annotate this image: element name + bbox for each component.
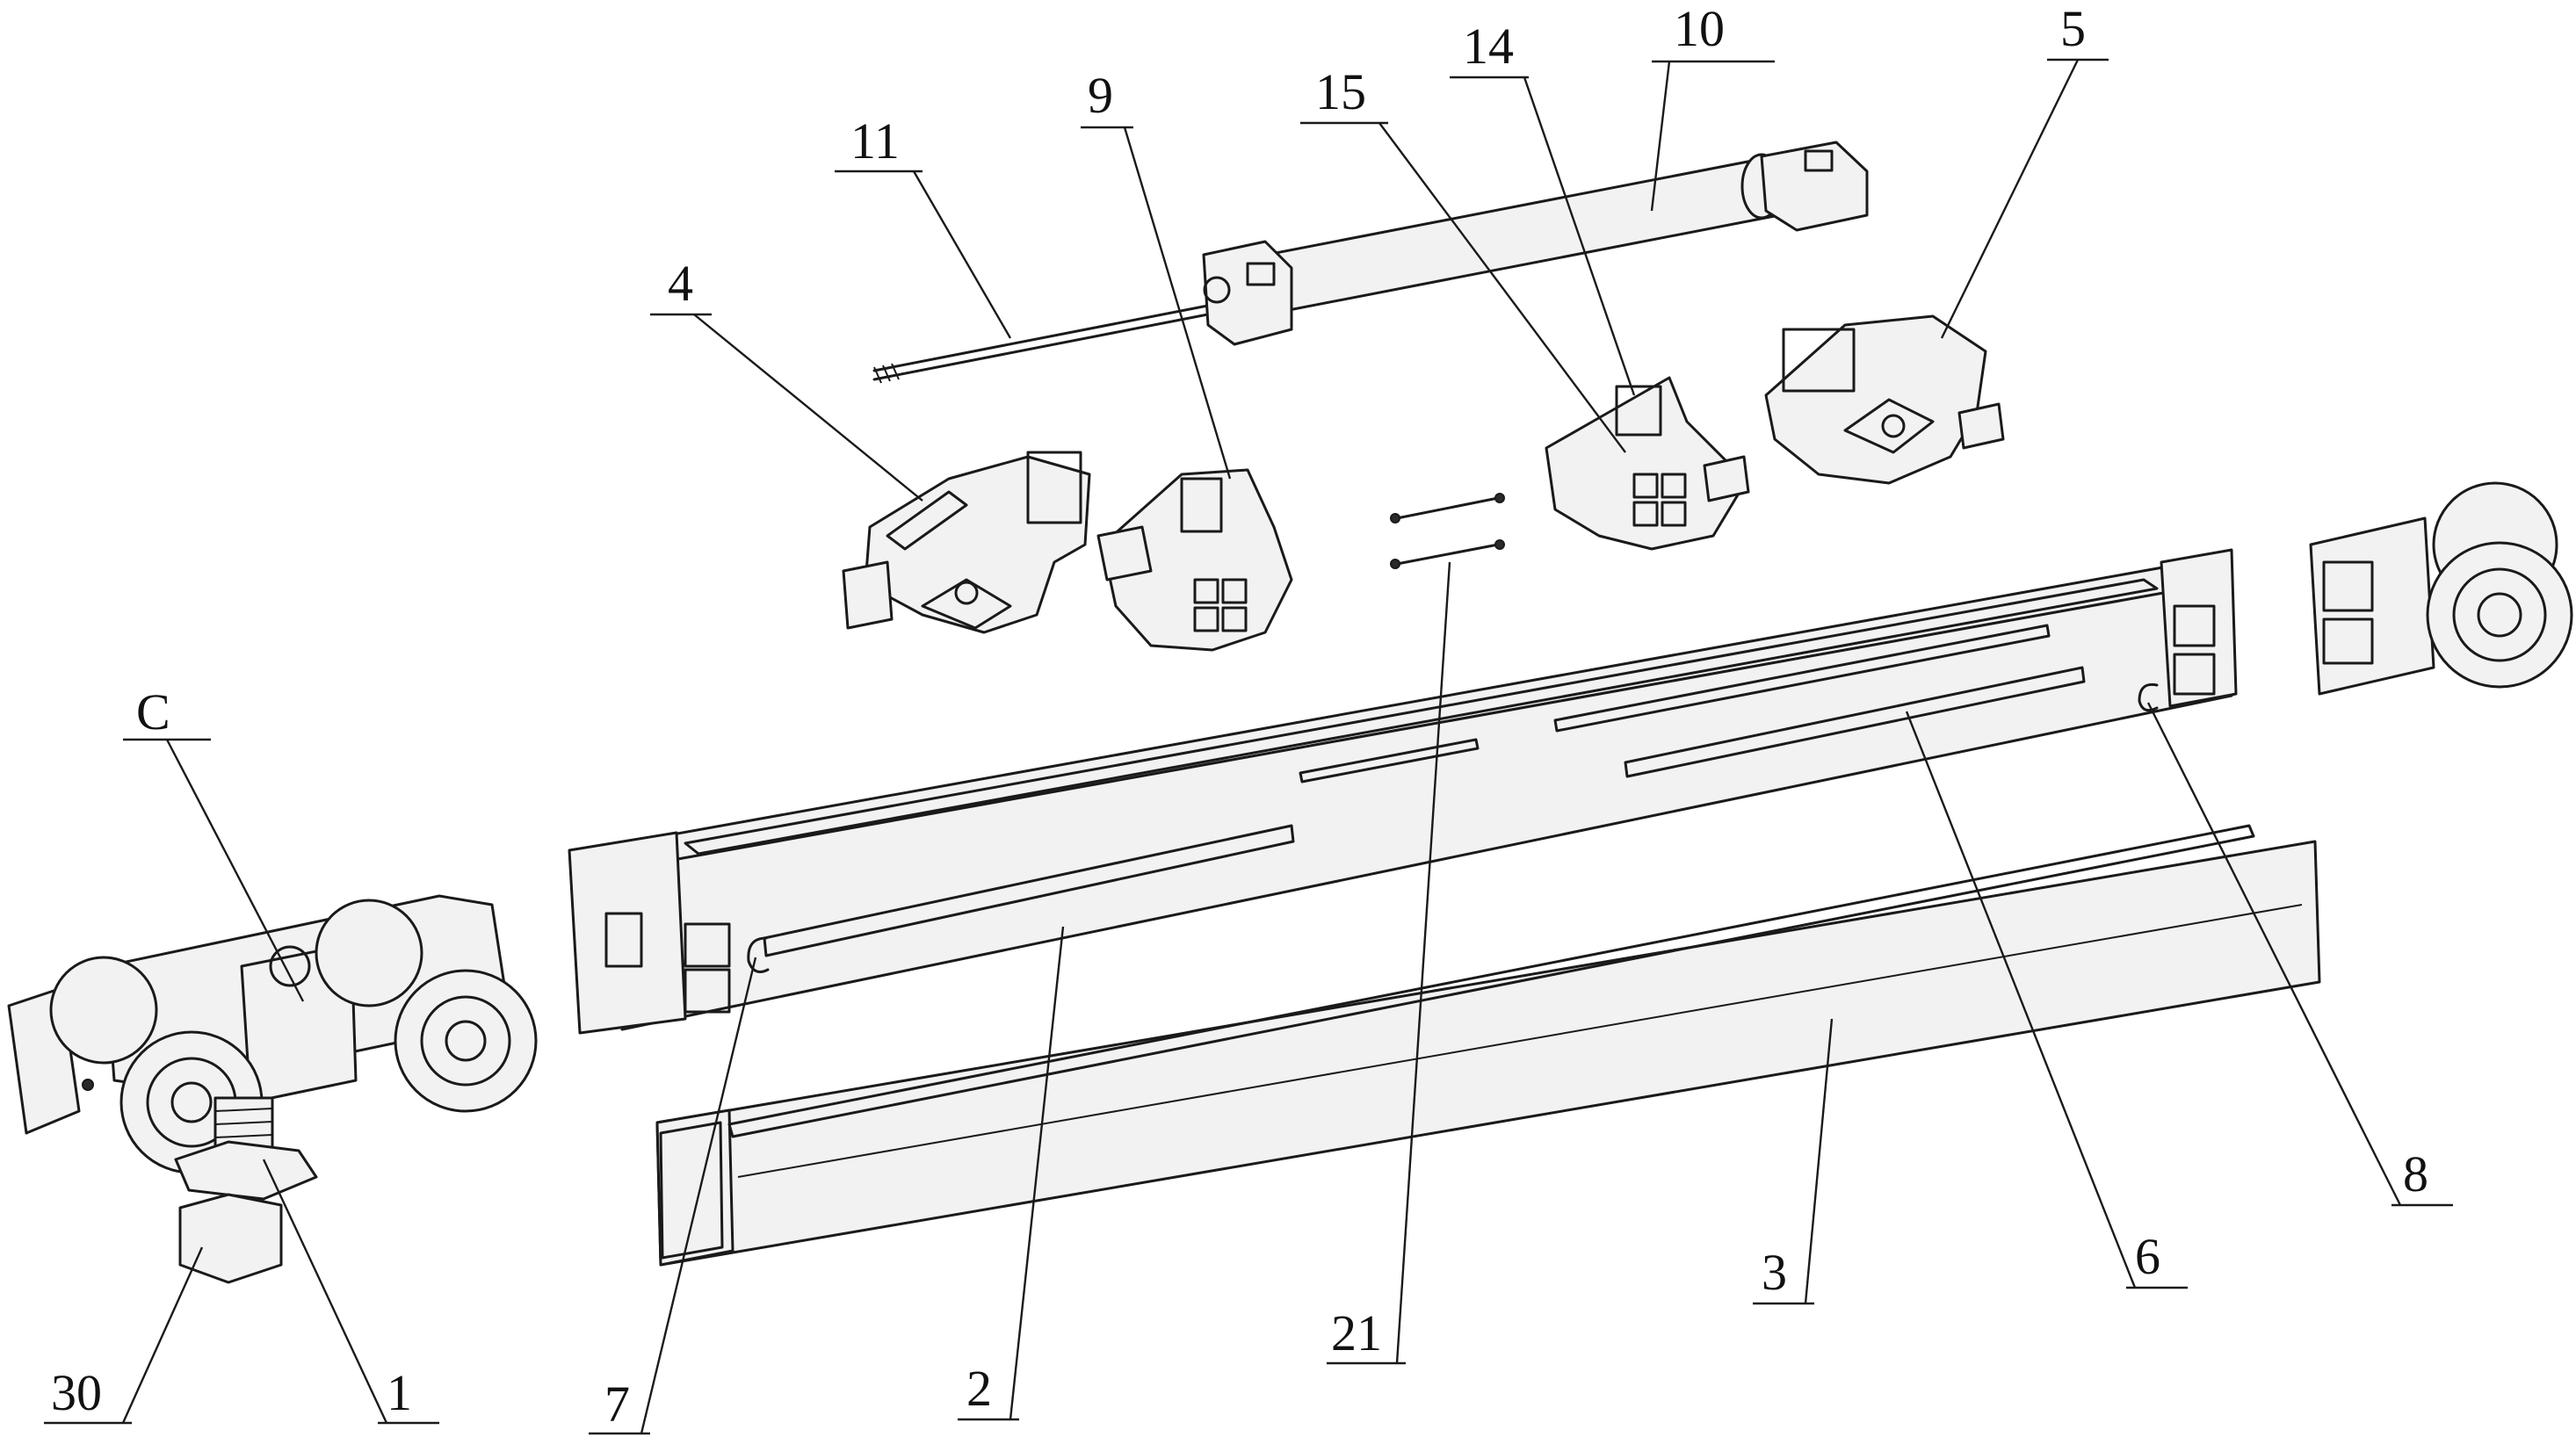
callout-label-30: 30 bbox=[51, 1364, 102, 1421]
callout-5: 5 bbox=[1942, 0, 2109, 338]
left-roller-carriage bbox=[9, 896, 536, 1282]
callout-label-4: 4 bbox=[668, 255, 693, 312]
callout-label-2: 2 bbox=[966, 1360, 992, 1417]
callout-label-C: C bbox=[136, 683, 170, 740]
block-part-9 bbox=[1098, 470, 1292, 650]
callout-1: 1 bbox=[264, 1159, 439, 1423]
callout-11: 11 bbox=[835, 112, 1010, 338]
right-roller-carriage bbox=[2311, 483, 2572, 694]
callout-label-14: 14 bbox=[1463, 18, 1514, 75]
callout-label-15: 15 bbox=[1315, 63, 1366, 120]
callout-label-21: 21 bbox=[1331, 1304, 1382, 1361]
callout-label-5: 5 bbox=[2060, 0, 2086, 57]
callout-30: 30 bbox=[44, 1247, 202, 1423]
callout-label-9: 9 bbox=[1088, 67, 1113, 124]
block-part-14-15 bbox=[1546, 378, 1748, 549]
callout-label-10: 10 bbox=[1674, 0, 1725, 57]
rod-and-damper bbox=[874, 142, 1867, 383]
callout-label-11: 11 bbox=[850, 112, 900, 170]
callout-21: 21 bbox=[1327, 562, 1450, 1363]
callout-label-1: 1 bbox=[387, 1364, 412, 1421]
callout-label-6: 6 bbox=[2135, 1228, 2160, 1285]
callout-label-3: 3 bbox=[1762, 1244, 1787, 1301]
latch-part-4 bbox=[843, 452, 1089, 632]
springs-part-21 bbox=[1391, 494, 1504, 568]
callout-label-7: 7 bbox=[604, 1376, 630, 1433]
callout-label-8: 8 bbox=[2403, 1145, 2428, 1202]
latch-part-5 bbox=[1766, 316, 2003, 483]
